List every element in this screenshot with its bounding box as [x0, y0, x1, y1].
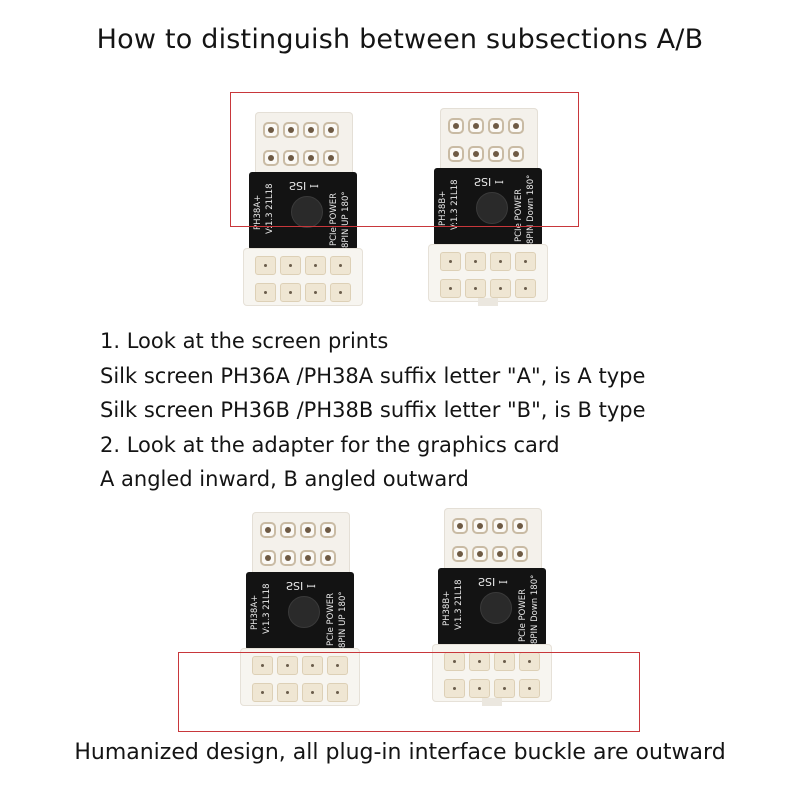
pcb-board: ꟷ ISƧ PH38A+ V:1.3 21L18 PCIe POWER 8PIN… — [249, 172, 357, 250]
pcb-board: ꟷ ISƧ PH38B+ V:1.3 21L18 PCIe POWER 8PIN… — [434, 168, 542, 246]
silk-pcie: PCIe POWER — [514, 189, 524, 242]
silk-8pin: 8PIN Down 180° — [530, 574, 540, 644]
silk-version: V:1.3 21L18 — [454, 579, 464, 630]
socket-housing — [432, 644, 552, 702]
silk-version: V:1.3 21L18 — [262, 583, 272, 634]
socket-housing — [428, 244, 548, 302]
step-1-line-b: Silk screen PH36B /PH38B suffix letter "… — [100, 398, 646, 422]
silk-8pin: 8PIN UP 180° — [341, 191, 351, 248]
pin-header — [252, 512, 350, 578]
adapter-b-photo-bottom: ꟷ ISƧ PH38B+ V:1.3 21L18 PCIe POWER 8PIN… — [432, 508, 552, 706]
silk-version: V:1.3 21L18 — [265, 183, 275, 234]
pcb-board: ꟷ ISƧ PH38A+ V:1.3 21L18 PCIe POWER 8PIN… — [246, 572, 354, 650]
step-1-line-a: Silk screen PH36A /PH38A suffix letter "… — [100, 363, 646, 388]
silk-model: PH38A+ — [253, 194, 263, 230]
instructions: 1. Look at the screen prints Silk screen… — [100, 324, 646, 497]
socket-housing — [240, 648, 360, 706]
step-1-heading: 1. Look at the screen prints — [100, 329, 389, 353]
silk-pcie: PCIe POWER — [326, 593, 336, 646]
adapter-a-photo-top: ꟷ ISƧ PH38A+ V:1.3 21L18 PCIe POWER 8PIN… — [243, 112, 363, 306]
pin-header — [255, 112, 353, 178]
pin-header — [440, 108, 538, 174]
silk-pcie: PCIe POWER — [329, 193, 339, 246]
socket-housing — [243, 248, 363, 306]
footer-caption: Humanized design, all plug-in interface … — [74, 740, 726, 765]
silk-model: PH38B+ — [438, 190, 448, 226]
silk-8pin: 8PIN Down 180° — [526, 174, 536, 244]
silk-8pin: 8PIN UP 180° — [338, 591, 348, 648]
page-title: How to distinguish between subsections A… — [96, 24, 704, 55]
step-2-heading: 2. Look at the adapter for the graphics … — [100, 432, 560, 457]
pin-header — [444, 508, 542, 574]
silk-version: V:1.3 21L18 — [450, 179, 460, 230]
silk-pcie: PCIe POWER — [518, 589, 528, 642]
silk-model: PH38A+ — [250, 594, 260, 630]
silk-model: PH38B+ — [442, 590, 452, 626]
adapter-a-photo-bottom: ꟷ ISƧ PH38A+ V:1.3 21L18 PCIe POWER 8PIN… — [240, 512, 360, 706]
pcb-board: ꟷ ISƧ PH38B+ V:1.3 21L18 PCIe POWER 8PIN… — [438, 568, 546, 646]
adapter-b-photo-top: ꟷ ISƧ PH38B+ V:1.3 21L18 PCIe POWER 8PIN… — [428, 108, 548, 306]
step-2-line: A angled inward, B angled outward — [100, 467, 469, 491]
